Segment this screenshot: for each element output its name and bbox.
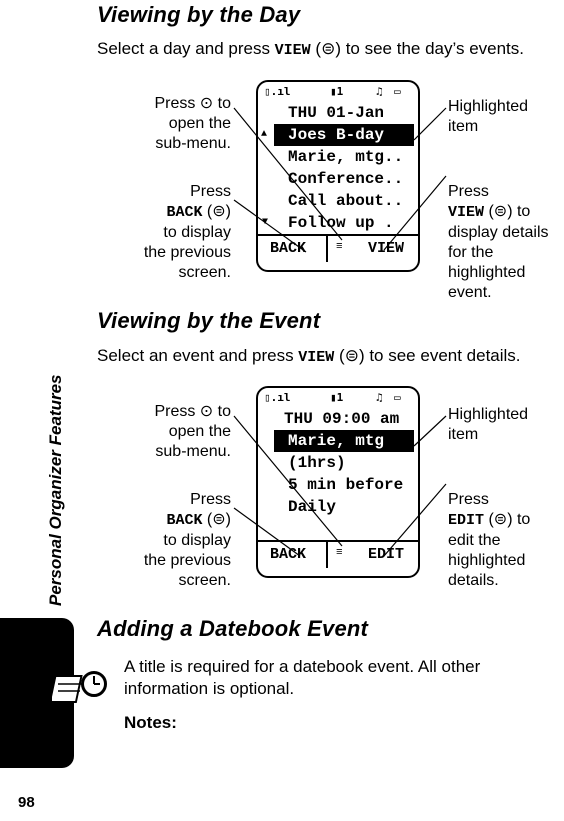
signal-icon: ▯.ıl	[264, 85, 291, 98]
screen-item-highlighted[interactable]: ▲Joes B-day	[261, 124, 414, 146]
screen-item[interactable]: Conference..	[288, 170, 404, 188]
screen-item[interactable]: Marie, mtg..	[288, 148, 404, 166]
screen-item[interactable]: Call about..	[288, 192, 404, 210]
battery-icon: ▭	[394, 85, 401, 98]
section1-description: Select a day and press VIEW (⊜) to see t…	[97, 39, 525, 59]
page-number: 98	[18, 794, 35, 811]
section2-description: Select an event and press VIEW (⊜) to se…	[97, 346, 521, 366]
screen-header: THU 09:00 am	[284, 410, 400, 428]
screen-header: THU 01-Jan	[288, 104, 385, 122]
ringer-icon: ♫	[376, 85, 383, 98]
back-softkey[interactable]: BACK	[270, 240, 307, 257]
heading-viewing-by-event: Viewing by the Event	[97, 308, 321, 333]
callout-highlighted: Highlighted item	[448, 406, 529, 443]
line-icon: ▮1	[330, 391, 344, 404]
ringer-icon: ♫	[376, 391, 383, 404]
battery-icon: ▭	[394, 391, 401, 404]
line-icon: ▮1	[330, 85, 344, 98]
screen-item[interactable]: (1hrs)	[288, 454, 346, 472]
callout-submenu: Press ⊙ to open the sub-menu.	[154, 95, 231, 152]
datebook-icon	[48, 664, 112, 713]
back-softkey[interactable]: BACK	[270, 546, 307, 563]
screen-item[interactable]: Daily	[288, 498, 337, 516]
notes-label: Notes:	[124, 713, 177, 732]
section3-description: A title is required for a datebook event…	[124, 657, 481, 698]
callout-highlighted: Highlighted item	[448, 98, 529, 135]
screen-item-highlighted[interactable]: Marie, mtg	[274, 430, 414, 452]
scroll-up-icon: ▲	[261, 129, 268, 140]
menu-icon[interactable]: ≡	[336, 547, 343, 559]
heading-viewing-by-day: Viewing by the Day	[97, 2, 301, 27]
phone-screen-day: ▯.ıl ▮1 ♫ ▭ THU 01-Jan ▲Joes B-day Marie…	[256, 80, 420, 272]
status-bar: ▯.ıl ▮1 ♫ ▭	[258, 82, 418, 102]
screen-item[interactable]: 5 min before	[288, 476, 404, 494]
signal-icon: ▯.ıl	[264, 391, 291, 404]
status-bar: ▯.ıl ▮1 ♫ ▭	[258, 388, 418, 408]
callout-submenu: Press ⊙ to open the sub-menu.	[154, 403, 231, 460]
heading-adding-datebook-event: Adding a Datebook Event	[97, 616, 369, 641]
menu-icon[interactable]: ≡	[336, 241, 343, 253]
